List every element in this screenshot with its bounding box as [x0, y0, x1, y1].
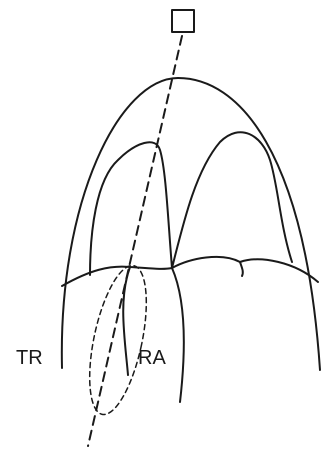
ra-chamber-wall [123, 267, 130, 375]
outer-dome-outline [62, 78, 320, 370]
rim-notch [240, 262, 243, 276]
dashed-ellipse [79, 261, 158, 420]
label-ra: RA [138, 347, 166, 369]
probe-beam-line [88, 36, 182, 446]
label-tr: TR [16, 347, 43, 369]
rim-line [62, 257, 318, 286]
ra-chamber-right-wall [172, 268, 184, 402]
right-inner-lobe [172, 132, 292, 268]
square-probe-icon [172, 10, 194, 32]
